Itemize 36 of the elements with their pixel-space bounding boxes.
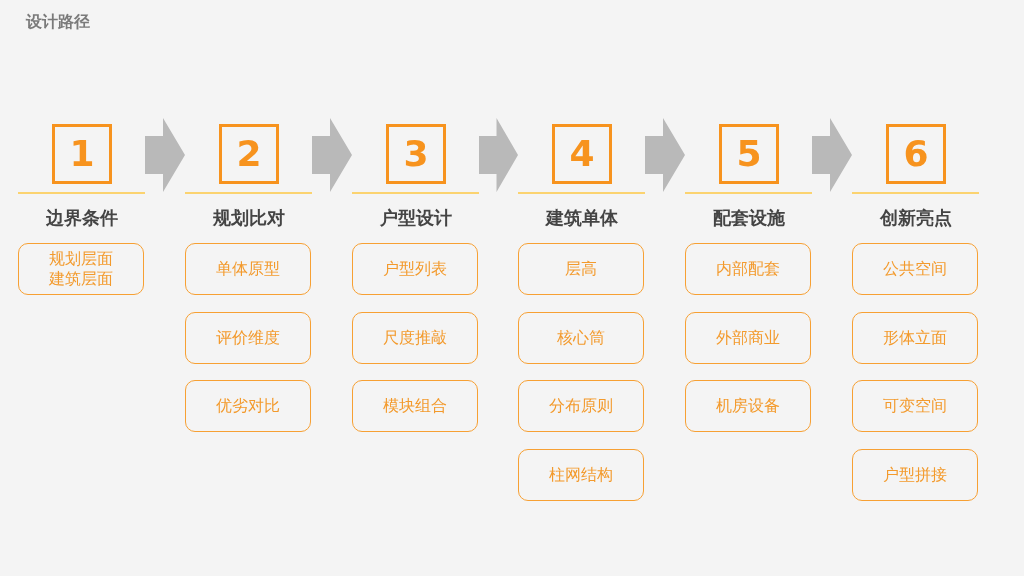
item-box: 评价维度 (185, 312, 311, 364)
step-heading: 户型设计 (378, 206, 453, 230)
chevron-arrow (645, 118, 685, 192)
item-box: 核心筒 (518, 312, 644, 364)
item-box: 尺度推敲 (352, 312, 478, 364)
chevron-arrow (145, 118, 185, 192)
number-square: 2 (219, 124, 279, 184)
chevron-arrow (312, 118, 352, 192)
item-box: 层高 (518, 243, 644, 295)
item-box: 规划层面 建筑层面 (18, 243, 144, 295)
page-title: 设计路径 (26, 12, 90, 33)
step-heading: 配套设施 (711, 206, 786, 230)
item-box: 外部商业 (685, 312, 811, 364)
step-heading: 规划比对 (211, 206, 286, 230)
item-box: 单体原型 (185, 243, 311, 295)
item-box: 模块组合 (352, 380, 478, 432)
number-square: 1 (52, 124, 112, 184)
number-square: 5 (719, 124, 779, 184)
step-heading: 创新亮点 (878, 206, 953, 230)
chevron-arrow (812, 118, 852, 192)
item-box: 形体立面 (852, 312, 978, 364)
number-square: 3 (386, 124, 446, 184)
item-box: 柱网结构 (518, 449, 644, 501)
number-square: 6 (886, 124, 946, 184)
item-box: 优劣对比 (185, 380, 311, 432)
item-box: 可变空间 (852, 380, 978, 432)
number-square: 4 (552, 124, 612, 184)
item-box: 户型列表 (352, 243, 478, 295)
item-box: 分布原则 (518, 380, 644, 432)
chevron-arrow (479, 118, 518, 192)
item-box: 户型拼接 (852, 449, 978, 501)
step-heading: 边界条件 (44, 206, 119, 230)
item-box: 内部配套 (685, 243, 811, 295)
step-heading: 建筑单体 (544, 206, 619, 230)
item-box: 机房设备 (685, 380, 811, 432)
item-box: 公共空间 (852, 243, 978, 295)
